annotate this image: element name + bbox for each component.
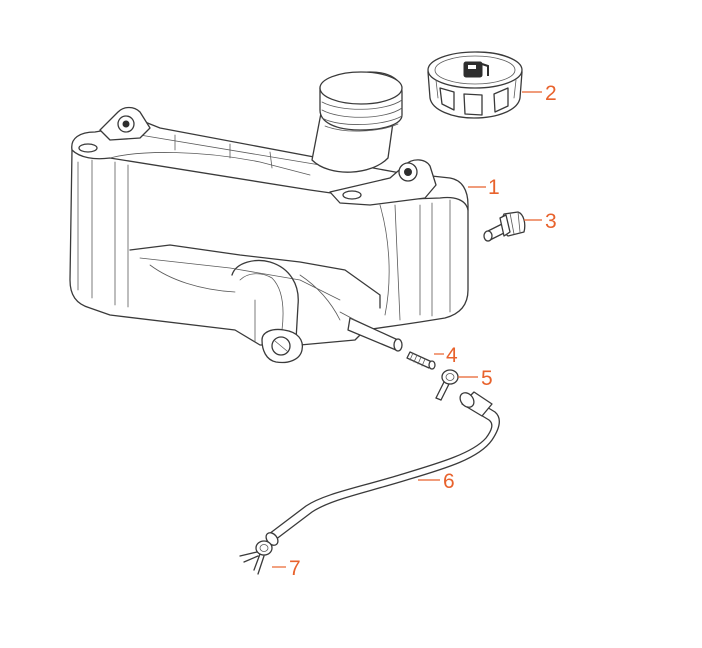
callout-number-7: 7 — [289, 557, 301, 580]
callout-number-1: 1 — [488, 176, 500, 199]
hose-clip-lower — [239, 540, 273, 575]
callout-2: 2 — [522, 82, 557, 105]
fuel-hose — [265, 391, 500, 546]
hose-clip-upper — [435, 369, 459, 401]
bolt — [483, 211, 526, 242]
callout-4: 4 — [434, 344, 458, 367]
fuel-filter — [406, 351, 436, 370]
callout-5: 5 — [458, 367, 493, 390]
callout-number-3: 3 — [545, 210, 557, 233]
callout-6: 6 — [418, 470, 455, 493]
callout-number-5: 5 — [481, 367, 493, 390]
callout-7: 7 — [272, 557, 301, 580]
callout-number-4: 4 — [446, 344, 458, 367]
fuel-tank — [69, 71, 469, 364]
callout-number-6: 6 — [443, 470, 455, 493]
callout-1: 1 — [468, 176, 500, 199]
callout-3: 3 — [524, 210, 557, 233]
fuel-cap — [427, 51, 523, 119]
callout-number-2: 2 — [545, 82, 557, 105]
